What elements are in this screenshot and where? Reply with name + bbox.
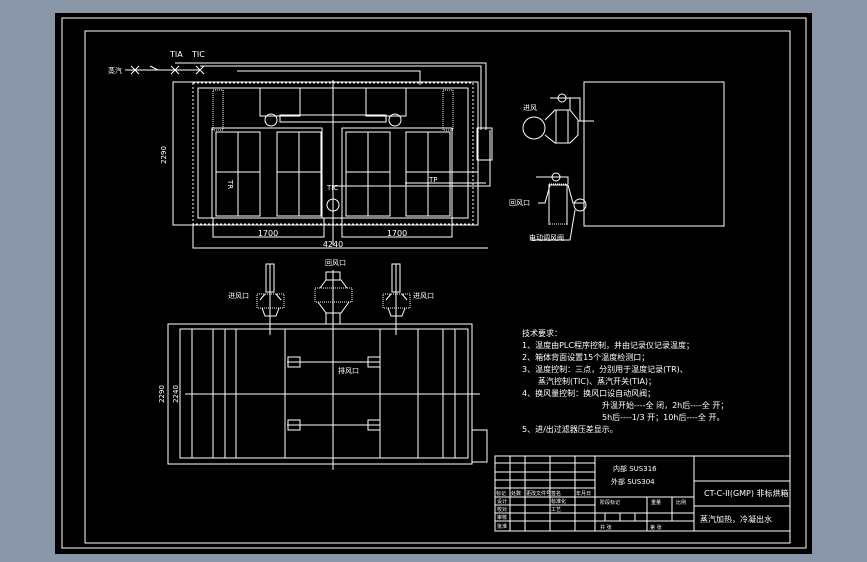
tr-label: TR [226, 179, 234, 189]
tic-label: TIC [191, 50, 205, 59]
tech-line: 5、进/出过滤器压差显示。 [522, 424, 618, 434]
tech-line: 升温开始----全 闭，2h后----全 开； [602, 400, 728, 410]
label-signature: 签名 [551, 490, 561, 497]
end-return-air-label: 回风口 [509, 199, 530, 207]
inlet-right-label: 进风口 [413, 292, 434, 300]
steam-label: 蒸汽 [108, 66, 122, 75]
label-standard: 标准化 [551, 498, 566, 505]
inlet-left-label: 进风口 [228, 292, 249, 300]
tech-line: 2、箱体背面设置15个温度检测口； [522, 352, 649, 362]
dim-outer: 2290 [158, 385, 166, 403]
dim-total: 4240 [323, 240, 343, 249]
fan-label: 进风 [523, 104, 537, 112]
label-date: 年月日 [576, 490, 591, 497]
label-stage: 阶段标记 [600, 499, 620, 506]
damper-label: 电动调风阀 [529, 233, 564, 242]
drawing-name: CT-C-II(GMP) 非标烘箱 [704, 488, 789, 498]
control-box [476, 127, 493, 161]
dim-right: 1700 [387, 229, 407, 238]
pressure-gauge-icon [557, 93, 567, 103]
tech-line: 4、换风量控制：换风口设自动风阀； [522, 388, 655, 398]
tic-inner-label: TIC [326, 184, 338, 192]
tech-requirements: 技术要求： 1、温度由PLC程序控制，并由记录仪记录温度； 2、箱体背面设置15… [522, 328, 728, 434]
label-review: 审核 [497, 514, 507, 521]
label-change-doc: 更改文件号 [526, 490, 551, 497]
label-scale: 比例 [676, 499, 686, 506]
inlet-filter-left [256, 263, 285, 335]
tech-line: 1、温度由PLC程序控制，并由记录仪记录温度； [522, 340, 694, 350]
material-inner: 内部 SUS316 [613, 464, 657, 473]
drawing-subtitle: 蒸汽加热，冷凝出水 [700, 514, 772, 524]
label-weight: 重量 [651, 499, 661, 506]
label-mark: 标记 [496, 490, 506, 497]
tech-line: 3、温度控制：三点，分别用于温度记录(TR)、 [522, 364, 688, 374]
end-view: 进风 回风口 电动调风阀 [509, 81, 725, 242]
damper-icon [573, 198, 587, 212]
label-process: 工艺 [551, 507, 561, 513]
label-design: 设计 [497, 498, 507, 505]
plan-view: 蒸汽 TIA TIC TP TIC TR 2290 1700 1700 4240 [108, 50, 493, 249]
dim-inner: 2240 [172, 385, 180, 403]
exhaust-label: 排风口 [338, 366, 359, 375]
tech-title: 技术要求： [522, 328, 562, 338]
steam-pipes [175, 62, 487, 130]
model-space [55, 13, 812, 554]
fan-icon [522, 116, 546, 140]
pressure-gauge-icon [551, 172, 561, 182]
tech-line: 蒸汽控制(TIC)、蒸汽开关(TIA)； [538, 376, 656, 386]
tp-label: TP [428, 176, 438, 184]
side-view: 进风口 进风口 回风口 排风口 2290 2240 [158, 259, 488, 470]
title-block: 内部 SUS316 外部 SUS304 CT-C-II(GMP) 非标烘箱 蒸汽… [494, 455, 791, 532]
label-total-sheets: 共 张 [600, 524, 612, 531]
inlet-filter-right [382, 263, 411, 335]
inner-frame [84, 30, 791, 544]
dim-left: 1700 [258, 229, 278, 238]
label-count: 处数 [511, 490, 521, 497]
return-air-label: 回风口 [325, 259, 346, 267]
material-outer: 外部 SUS304 [611, 477, 655, 486]
dim-height: 2290 [160, 146, 168, 164]
label-check: 校对 [497, 506, 507, 513]
steam-valves [125, 65, 205, 75]
outer-border [61, 17, 807, 549]
tia-label: TIA [169, 50, 183, 59]
label-approve: 批准 [497, 523, 507, 530]
tech-line: 5h后----1/3 开；10h后----全 开。 [602, 412, 724, 422]
return-filter-center [314, 271, 353, 325]
label-sheet-no: 第 张 [650, 524, 662, 531]
